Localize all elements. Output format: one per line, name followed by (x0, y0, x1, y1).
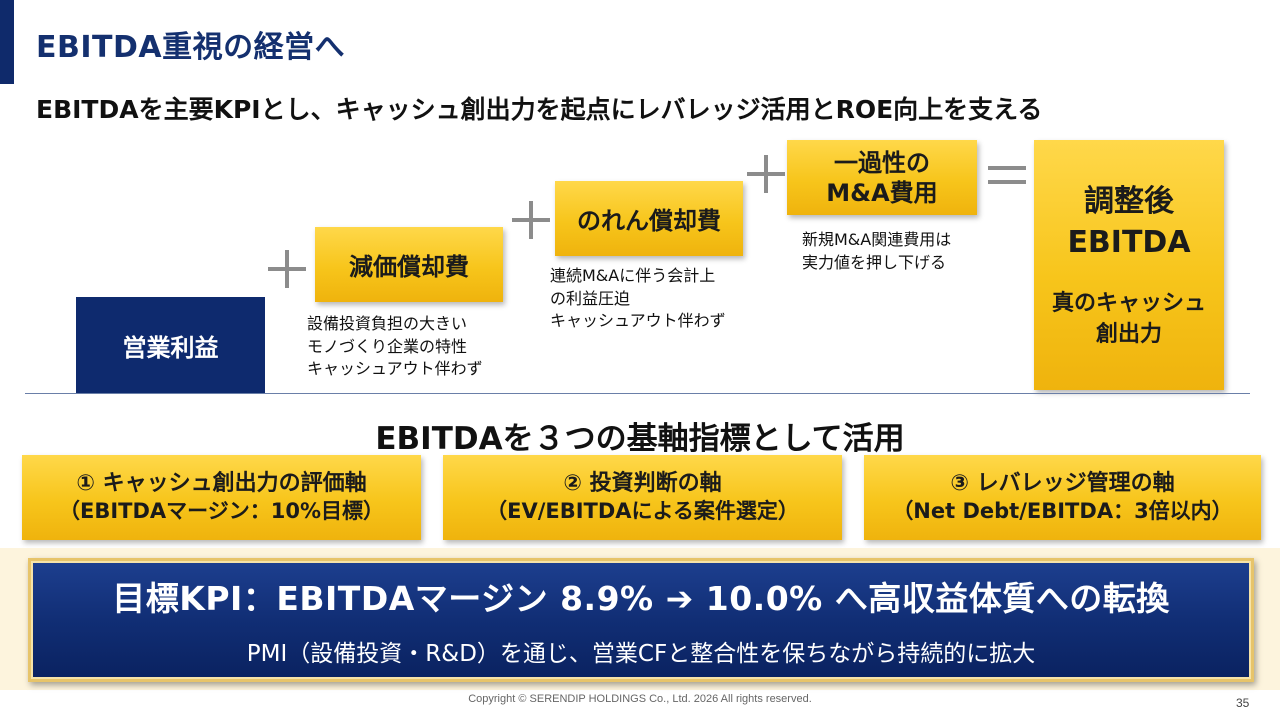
depreciation-box: 減価償却費 (315, 227, 503, 302)
axis-card-detail: （Net Debt/EBITDA：3倍以内） (892, 499, 1233, 524)
ma-cost-note: 新規M&A関連費用は 実力値を押し下げる (802, 229, 951, 274)
kpi-headline: 目標KPI：EBITDAマージン 8.9% ➔ 10.0% へ高収益体質への転換 (112, 579, 1170, 618)
goodwill-note: 連続M&Aに伴う会計上 の利益圧迫 キャッシュアウト伴わず (550, 265, 726, 333)
axis-card-title: ③ レバレッジ管理の軸 (950, 470, 1175, 496)
page-number: 35 (1236, 696, 1250, 710)
note-line: の利益圧迫 (550, 288, 631, 308)
ma-cost-label-line: 一過性の (834, 148, 930, 177)
operating-profit-box: 営業利益 (76, 297, 265, 393)
ma-cost-label-line: M&A費用 (826, 178, 938, 207)
adjusted-ebitda-label: 調整後 (1084, 184, 1174, 219)
axis-card-detail: （EBITDAマージン：10%目標） (58, 499, 385, 524)
note-line: キャッシュアウト伴わず (550, 311, 726, 331)
goodwill-amortization-box: のれん償却費 (555, 181, 743, 256)
page-title: EBITDA重視の経営へ (36, 30, 346, 65)
target-kpi-banner: 目標KPI：EBITDAマージン 8.9% ➔ 10.0% へ高収益体質への転換… (28, 558, 1254, 682)
plus-icon (747, 155, 785, 193)
equals-icon (988, 166, 1026, 186)
adjusted-ebitda-box: 調整後 EBITDA 真のキャッシュ 創出力 (1034, 140, 1224, 390)
note-line: 新規M&A関連費用は (802, 230, 952, 249)
adjusted-ebitda-sub: 真のキャッシュ 創出力 (1052, 289, 1206, 351)
baseline-divider (25, 393, 1250, 394)
note-line: 設備投資負担の大きい (307, 314, 468, 333)
section-heading: EBITDAを３つの基軸指標として活用 (375, 421, 905, 457)
note-line: 連続M&Aに伴う会計上 (550, 266, 716, 285)
adjusted-ebitda-sub-line: 創出力 (1095, 321, 1162, 347)
plus-icon (268, 250, 306, 288)
plus-icon (512, 201, 550, 239)
ma-cost-box: 一過性の M&A費用 (787, 140, 977, 215)
adjusted-ebitda-label: EBITDA (1067, 224, 1191, 260)
axis-card-title: ② 投資判断の軸 (563, 470, 722, 496)
page-subtitle: EBITDAを主要KPIとし、キャッシュ創出力を起点にレバレッジ活用とROE向上… (36, 95, 1043, 124)
note-line: キャッシュアウト伴わず (307, 359, 483, 379)
axis-card-detail: （EV/EBITDAによる案件選定） (486, 499, 799, 524)
adjusted-ebitda-sub-line: 真のキャッシュ (1051, 291, 1206, 316)
note-line: 実力値を押し下げる (802, 252, 947, 272)
copyright-text: Copyright © SERENDIP HOLDINGS Co., Ltd. … (468, 693, 812, 705)
axis-card-investment: ② 投資判断の軸 （EV/EBITDAによる案件選定） (443, 455, 842, 540)
kpi-description: PMI（設備投資・R&D）を通じ、営業CFと整合性を保ちながら持続的に拡大 (246, 641, 1036, 667)
axis-card-cash: ① キャッシュ創出力の評価軸 （EBITDAマージン：10%目標） (22, 455, 421, 540)
axis-card-leverage: ③ レバレッジ管理の軸 （Net Debt/EBITDA：3倍以内） (864, 455, 1261, 540)
note-line: モノづくり企業の特性 (307, 336, 468, 356)
depreciation-note: 設備投資負担の大きい モノづくり企業の特性 キャッシュアウト伴わず (307, 313, 483, 381)
axis-card-title: ① キャッシュ創出力の評価軸 (76, 470, 367, 496)
title-accent-bar (0, 0, 14, 84)
